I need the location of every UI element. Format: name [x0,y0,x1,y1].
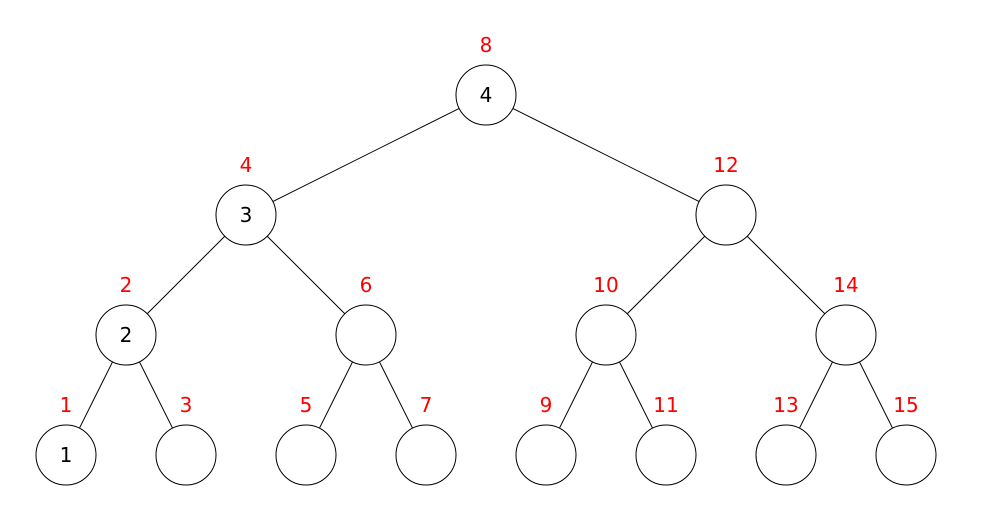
node-circle [335,304,397,366]
tree-edge-2-1 [78,361,114,429]
tree-edge-12-14 [746,235,826,315]
tree-edge-10-9 [558,361,594,429]
node-circle [695,184,757,246]
tree-node-10: 10 [575,273,637,366]
node-circle [875,424,937,486]
node-index-label: 14 [833,273,858,297]
node-index-label: 7 [420,393,433,417]
node-index-label: 10 [593,273,618,297]
tree-node-13: 13 [755,393,817,486]
node-index-label: 4 [240,153,253,177]
tree-node-2: 22 [95,273,157,366]
tree-edge-8-4 [272,107,460,203]
node-index-label: 13 [773,393,798,417]
node-index-label: 8 [480,33,493,57]
node-value: 4 [480,83,493,107]
tree-node-15: 15 [875,393,937,486]
node-index-label: 5 [300,393,313,417]
node-circle [815,304,877,366]
node-index-label: 9 [540,393,553,417]
tree-edge-2-3 [138,361,174,429]
node-circle [455,64,517,126]
node-circle [215,184,277,246]
node-circle [635,424,697,486]
tree-edge-4-2 [146,235,226,315]
node-circle [95,304,157,366]
node-circle [515,424,577,486]
tree-node-4: 34 [215,153,277,246]
node-index-label: 1 [60,393,73,417]
node-value: 3 [240,203,253,227]
node-index-label: 12 [713,153,738,177]
node-circle [155,424,217,486]
node-index-label: 6 [360,273,373,297]
tree-node-12: 12 [695,153,757,246]
edge-layer [78,107,894,429]
tree-node-8: 48 [455,33,517,126]
node-index-label: 2 [120,273,133,297]
tree-edge-8-12 [512,107,700,203]
node-index-label: 3 [180,393,193,417]
tree-edge-6-7 [378,361,414,429]
node-value: 1 [60,443,73,467]
tree-edge-12-10 [626,235,706,315]
tree-edge-14-15 [858,361,894,429]
tree-node-3: 3 [155,393,217,486]
tree-node-11: 11 [635,393,697,486]
node-circle [35,424,97,486]
tree-edge-10-11 [618,361,654,429]
node-circle [575,304,637,366]
node-circle [395,424,457,486]
tree-edge-4-6 [266,235,346,315]
tree-edge-14-13 [798,361,834,429]
tree-edge-6-5 [318,361,354,429]
tree-node-14: 14 [815,273,877,366]
node-index-label: 15 [893,393,918,417]
node-circle [275,424,337,486]
tree-node-7: 7 [395,393,457,486]
tree-node-9: 9 [515,393,577,486]
node-circle [755,424,817,486]
node-value: 2 [120,323,133,347]
tree-node-6: 6 [335,273,397,366]
node-index-label: 11 [653,393,678,417]
tree-node-5: 5 [275,393,337,486]
tree-node-1: 11 [35,393,97,486]
